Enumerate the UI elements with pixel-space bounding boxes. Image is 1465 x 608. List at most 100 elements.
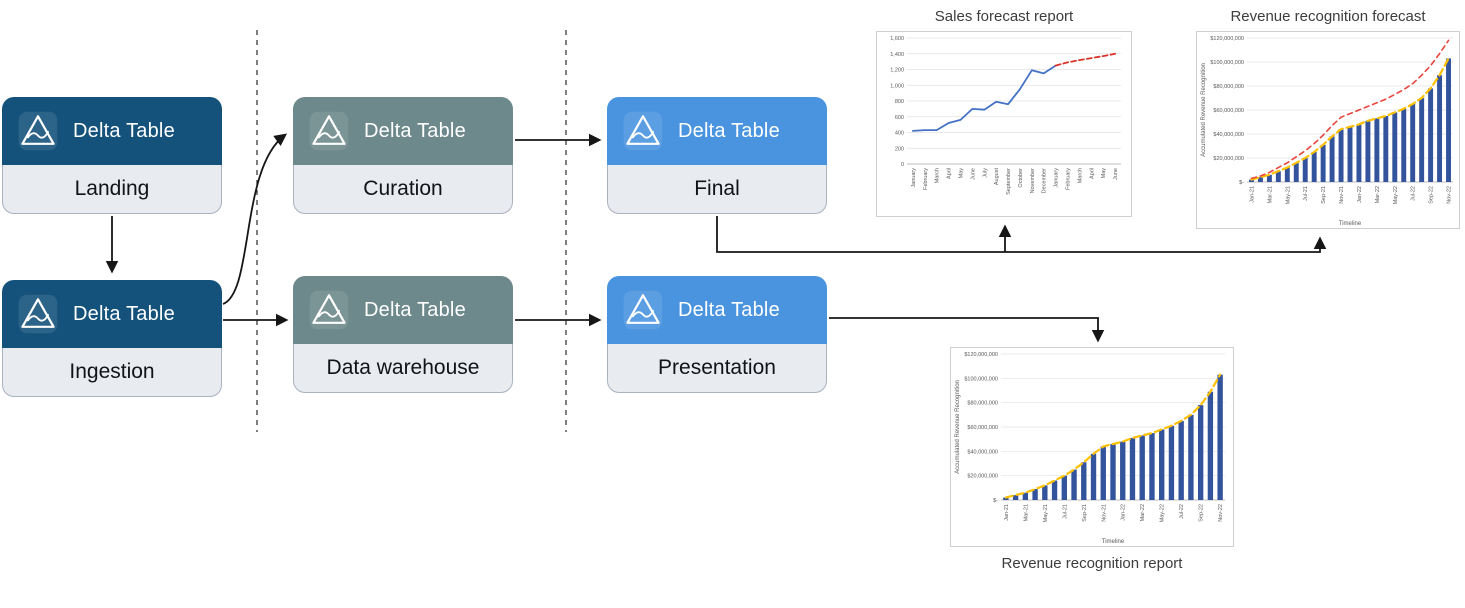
svg-text:1,400: 1,400 bbox=[890, 52, 904, 58]
svg-text:Nov-22: Nov-22 bbox=[1218, 504, 1224, 522]
delta-table-title: Delta Table bbox=[73, 119, 175, 142]
svg-text:1,200: 1,200 bbox=[890, 68, 904, 74]
svg-text:600: 600 bbox=[895, 115, 904, 121]
delta-table-node-landing: Delta Table Landing bbox=[2, 97, 222, 214]
svg-text:Mar-22: Mar-22 bbox=[1140, 504, 1146, 521]
delta-table-node-data-warehouse: Delta Table Data warehouse bbox=[293, 276, 513, 393]
svg-text:Jul-21: Jul-21 bbox=[1062, 504, 1068, 519]
svg-text:1,000: 1,000 bbox=[890, 83, 904, 89]
svg-text:$20,000,000: $20,000,000 bbox=[967, 474, 998, 480]
delta-lake-icon bbox=[306, 288, 352, 332]
svg-text:Mar-21: Mar-21 bbox=[1267, 186, 1273, 203]
delta-table-header: Delta Table bbox=[2, 280, 222, 348]
svg-text:March: March bbox=[1077, 168, 1083, 183]
delta-table-title: Delta Table bbox=[364, 298, 466, 321]
delta-lake-icon bbox=[620, 288, 666, 332]
svg-text:Accumulated Revenue Recognitio: Accumulated Revenue Recognition bbox=[1201, 63, 1207, 157]
svg-text:April: April bbox=[1089, 168, 1095, 179]
delta-table-header: Delta Table bbox=[293, 97, 513, 165]
svg-text:Timeline: Timeline bbox=[1102, 539, 1125, 545]
node-label-final: Final bbox=[607, 165, 827, 214]
svg-text:January: January bbox=[911, 168, 917, 188]
svg-text:Nov-22: Nov-22 bbox=[1447, 186, 1453, 204]
delta-table-header: Delta Table bbox=[2, 97, 222, 165]
svg-text:$80,000,000: $80,000,000 bbox=[967, 401, 998, 407]
revenue-recognition-forecast-chart: Revenue recognition forecast $-$20,000,0… bbox=[1196, 8, 1460, 229]
delta-table-title: Delta Table bbox=[678, 298, 780, 321]
svg-text:May: May bbox=[959, 168, 965, 179]
delta-table-title: Delta Table bbox=[678, 119, 780, 142]
svg-text:Jul-22: Jul-22 bbox=[1411, 186, 1417, 201]
svg-text:May: May bbox=[1101, 168, 1107, 179]
node-label-data-warehouse: Data warehouse bbox=[293, 344, 513, 393]
svg-text:$-: $- bbox=[1239, 180, 1244, 186]
svg-text:0: 0 bbox=[901, 162, 904, 168]
svg-text:May-21: May-21 bbox=[1043, 504, 1049, 522]
svg-text:November: November bbox=[1030, 168, 1036, 194]
node-label-presentation: Presentation bbox=[607, 344, 827, 393]
svg-text:$100,000,000: $100,000,000 bbox=[1210, 60, 1244, 66]
svg-text:Jul-21: Jul-21 bbox=[1303, 186, 1309, 201]
delta-lake-icon bbox=[306, 109, 352, 153]
svg-text:$80,000,000: $80,000,000 bbox=[1213, 84, 1244, 90]
arrow-presentation-to-revenue-report-chart bbox=[829, 317, 1105, 343]
delta-table-title: Delta Table bbox=[73, 302, 175, 325]
delta-table-node-curation: Delta Table Curation bbox=[293, 97, 513, 214]
arrow-ingestion-to-curation bbox=[222, 133, 288, 305]
delta-table-header: Delta Table bbox=[607, 276, 827, 344]
delta-table-node-ingestion: Delta Table Ingestion bbox=[2, 280, 222, 397]
svg-text:Sep-22: Sep-22 bbox=[1199, 504, 1205, 522]
svg-text:400: 400 bbox=[895, 131, 904, 137]
svg-text:February: February bbox=[923, 168, 929, 190]
revenue-recognition-forecast-chart-title: Revenue recognition forecast bbox=[1230, 8, 1426, 25]
svg-text:May-21: May-21 bbox=[1285, 186, 1291, 204]
delta-table-node-final: Delta Table Final bbox=[607, 97, 827, 214]
svg-text:Jan-22: Jan-22 bbox=[1121, 504, 1127, 521]
node-label-curation: Curation bbox=[293, 165, 513, 214]
svg-text:Jan-21: Jan-21 bbox=[1250, 186, 1256, 203]
svg-text:December: December bbox=[1042, 168, 1048, 194]
svg-text:July: July bbox=[982, 168, 988, 178]
revenue-recognition-report-chart-title: Revenue recognition report bbox=[1001, 555, 1183, 572]
node-label-landing: Landing bbox=[2, 165, 222, 214]
svg-text:January: January bbox=[1054, 168, 1060, 188]
svg-text:$60,000,000: $60,000,000 bbox=[967, 425, 998, 431]
svg-text:$120,000,000: $120,000,000 bbox=[1210, 36, 1244, 42]
svg-text:Jul-22: Jul-22 bbox=[1179, 504, 1185, 519]
delta-table-title: Delta Table bbox=[364, 119, 466, 142]
svg-text:$-: $- bbox=[993, 498, 998, 504]
svg-text:May-22: May-22 bbox=[1393, 186, 1399, 204]
delta-lake-icon bbox=[15, 292, 61, 336]
svg-text:October: October bbox=[1018, 168, 1024, 188]
svg-text:Nov-21: Nov-21 bbox=[1101, 504, 1107, 522]
svg-text:Accumulated Revenue Recognitio: Accumulated Revenue Recognition bbox=[955, 380, 961, 474]
svg-text:1,600: 1,600 bbox=[890, 36, 904, 42]
svg-text:Jan-22: Jan-22 bbox=[1357, 186, 1363, 203]
svg-text:Sep-21: Sep-21 bbox=[1321, 186, 1327, 204]
svg-text:Timeline: Timeline bbox=[1339, 221, 1362, 227]
node-label-ingestion: Ingestion bbox=[2, 348, 222, 397]
svg-text:April: April bbox=[947, 168, 953, 179]
delta-table-node-presentation: Delta Table Presentation bbox=[607, 276, 827, 393]
svg-text:$100,000,000: $100,000,000 bbox=[964, 376, 998, 382]
svg-text:Nov-21: Nov-21 bbox=[1339, 186, 1345, 204]
svg-text:Sep-21: Sep-21 bbox=[1082, 504, 1088, 522]
revenue-recognition-report-plot-area: $- $20,000,000 $40,000,000 $60,000,000 $80,0… bbox=[950, 347, 1234, 547]
svg-text:March: March bbox=[935, 168, 941, 183]
svg-text:May-22: May-22 bbox=[1160, 504, 1166, 522]
sales-forecast-chart-title: Sales forecast report bbox=[934, 8, 1074, 25]
svg-text:Mar-21: Mar-21 bbox=[1023, 504, 1029, 521]
svg-text:$40,000,000: $40,000,000 bbox=[1213, 132, 1244, 138]
svg-text:Jan-21: Jan-21 bbox=[1004, 504, 1010, 521]
svg-text:June: June bbox=[1113, 168, 1119, 180]
revenue-recognition-forecast-plot-area: $-$20,000,000$40,000,000$60,000,000$80,0… bbox=[1196, 31, 1460, 229]
svg-text:$40,000,000: $40,000,000 bbox=[967, 449, 998, 455]
delta-table-header: Delta Table bbox=[607, 97, 827, 165]
delta-lake-icon bbox=[15, 109, 61, 153]
svg-text:$60,000,000: $60,000,000 bbox=[1213, 108, 1244, 114]
svg-text:800: 800 bbox=[895, 99, 904, 105]
delta-lake-icon bbox=[620, 109, 666, 153]
